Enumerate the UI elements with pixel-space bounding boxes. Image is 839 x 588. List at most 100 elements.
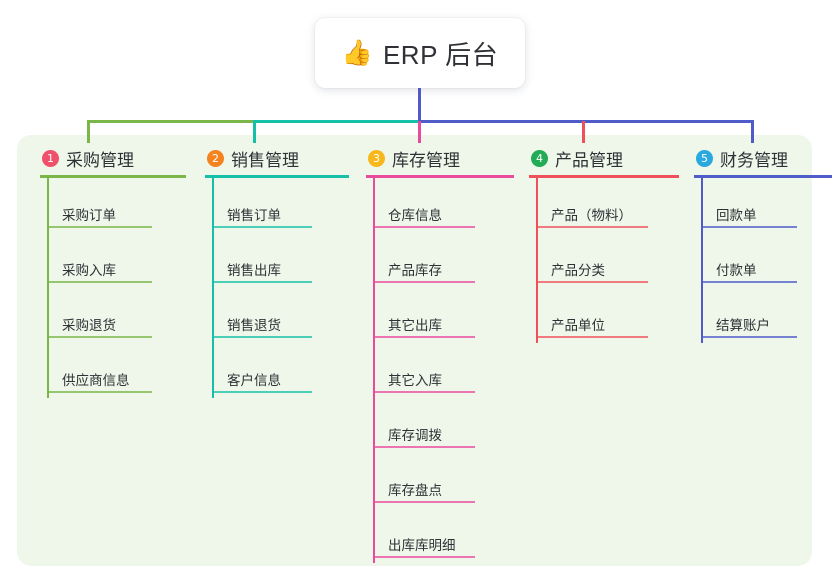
root-trunk-connector xyxy=(418,86,421,122)
branch-item-label: 采购入库 xyxy=(62,263,116,278)
branch-item-label: 产品分类 xyxy=(551,263,605,278)
branch-spine-line xyxy=(701,178,703,343)
branch-spine-line xyxy=(536,178,538,343)
branch-header-rule xyxy=(40,175,186,178)
branch-item[interactable]: 回款单 xyxy=(694,178,832,233)
branch-item-label: 库存盘点 xyxy=(388,483,442,498)
connector-drop-5 xyxy=(751,121,754,143)
branch-item[interactable]: 结算账户 xyxy=(694,288,832,343)
branch-header-rule xyxy=(205,175,349,178)
branch-item-label: 库存调拨 xyxy=(388,428,442,443)
branch-item[interactable]: 销售退货 xyxy=(205,288,349,343)
branch-item[interactable]: 库存盘点 xyxy=(366,453,514,508)
branch-header-4[interactable]: 4 产品管理 xyxy=(529,146,679,170)
branch-item[interactable]: 产品库存 xyxy=(366,233,514,288)
connector-hbar-segment-2 xyxy=(253,120,421,123)
branch-item-rule xyxy=(373,281,475,283)
branch-item[interactable]: 产品单位 xyxy=(529,288,679,343)
branch-item-label: 付款单 xyxy=(716,263,757,278)
branch-item-rule xyxy=(536,226,648,228)
branch-item[interactable]: 销售出库 xyxy=(205,233,349,288)
thumbs-up-icon: 👍 xyxy=(341,38,373,67)
branch-column-4: 4 产品管理产品（物料） 产品分类产品单位 xyxy=(529,146,679,343)
branch-item[interactable]: 产品（物料） xyxy=(529,178,679,233)
branch-item[interactable]: 付款单 xyxy=(694,233,832,288)
branch-item-rule xyxy=(212,336,312,338)
branch-title: 库存管理 xyxy=(392,150,460,170)
branch-spine-line xyxy=(373,178,375,563)
branch-item-rule xyxy=(212,281,312,283)
branch-number-badge: 3 xyxy=(368,149,385,167)
branch-number-badge: 1 xyxy=(42,149,59,167)
branch-header-rule xyxy=(366,175,514,178)
connector-drop-1 xyxy=(87,121,90,143)
connector-drop-4 xyxy=(582,121,585,143)
branch-item[interactable]: 采购入库 xyxy=(40,233,186,288)
branch-item[interactable]: 采购退货 xyxy=(40,288,186,343)
branch-item[interactable]: 供应商信息 xyxy=(40,343,186,398)
branch-spine-line xyxy=(47,178,49,398)
branch-item-label: 回款单 xyxy=(716,208,757,223)
branch-title: 产品管理 xyxy=(555,150,623,170)
branch-item-label: 仓库信息 xyxy=(388,208,442,223)
diagram-panel-background xyxy=(17,135,812,566)
branch-item-rule xyxy=(47,336,152,338)
branch-item[interactable]: 采购订单 xyxy=(40,178,186,233)
branch-item-rule xyxy=(536,281,648,283)
branch-item-label: 出库库明细 xyxy=(388,538,456,553)
branch-item[interactable]: 库存调拨 xyxy=(366,398,514,453)
root-node-erp-backend[interactable]: 👍 ERP 后台 xyxy=(315,18,525,88)
branch-item-rule xyxy=(47,281,152,283)
branch-item-label: 结算账户 xyxy=(716,318,770,333)
branch-header-3[interactable]: 3 库存管理 xyxy=(366,146,514,170)
branch-item-rule xyxy=(47,226,152,228)
branch-item-label: 产品单位 xyxy=(551,318,605,333)
branch-item-label: 产品（物料） xyxy=(551,208,632,223)
branch-item[interactable]: 其它入库 xyxy=(366,343,514,398)
branch-item-label: 客户信息 xyxy=(227,373,281,388)
branch-item[interactable]: 其它出库 xyxy=(366,288,514,343)
branch-item-rule xyxy=(701,281,797,283)
branch-number-badge: 5 xyxy=(696,149,713,167)
branch-title: 销售管理 xyxy=(231,150,299,170)
branch-item-label: 采购订单 xyxy=(62,208,116,223)
branch-spine-line xyxy=(212,178,214,398)
branch-item-rule xyxy=(212,391,312,393)
root-node-title: ERP 后台 xyxy=(382,39,499,70)
branch-items-list: 回款单付款单结算账户 xyxy=(694,178,832,343)
branch-items-list: 采购订单采购入库采购退货供应商信息 xyxy=(40,178,186,398)
branch-item-rule xyxy=(373,226,475,228)
connector-drop-2 xyxy=(253,121,256,143)
connector-hbar-segment-1 xyxy=(87,120,256,123)
branch-item-rule xyxy=(47,391,152,393)
branch-header-rule xyxy=(529,175,679,178)
branch-item-label: 销售出库 xyxy=(227,263,281,278)
branch-item-label: 其它出库 xyxy=(388,318,442,333)
branch-item-rule xyxy=(212,226,312,228)
branch-item-label: 其它入库 xyxy=(388,373,442,388)
branch-item-rule xyxy=(373,446,475,448)
branch-item-rule xyxy=(701,336,797,338)
branch-item[interactable]: 产品分类 xyxy=(529,233,679,288)
connector-hbar-segment-3 xyxy=(418,120,754,123)
branch-item-rule xyxy=(373,336,475,338)
branch-item-rule xyxy=(701,226,797,228)
branch-item-rule xyxy=(373,391,475,393)
branch-item[interactable]: 客户信息 xyxy=(205,343,349,398)
branch-item[interactable]: 仓库信息 xyxy=(366,178,514,233)
branch-item[interactable]: 销售订单 xyxy=(205,178,349,233)
connector-drop-3 xyxy=(418,121,421,143)
branch-items-list: 产品（物料） 产品分类产品单位 xyxy=(529,178,679,343)
branch-item-label: 产品库存 xyxy=(388,263,442,278)
branch-item-rule xyxy=(373,501,475,503)
branch-item[interactable]: 出库库明细 xyxy=(366,508,514,563)
branch-item-label: 销售退货 xyxy=(227,318,281,333)
branch-number-badge: 4 xyxy=(531,149,548,167)
